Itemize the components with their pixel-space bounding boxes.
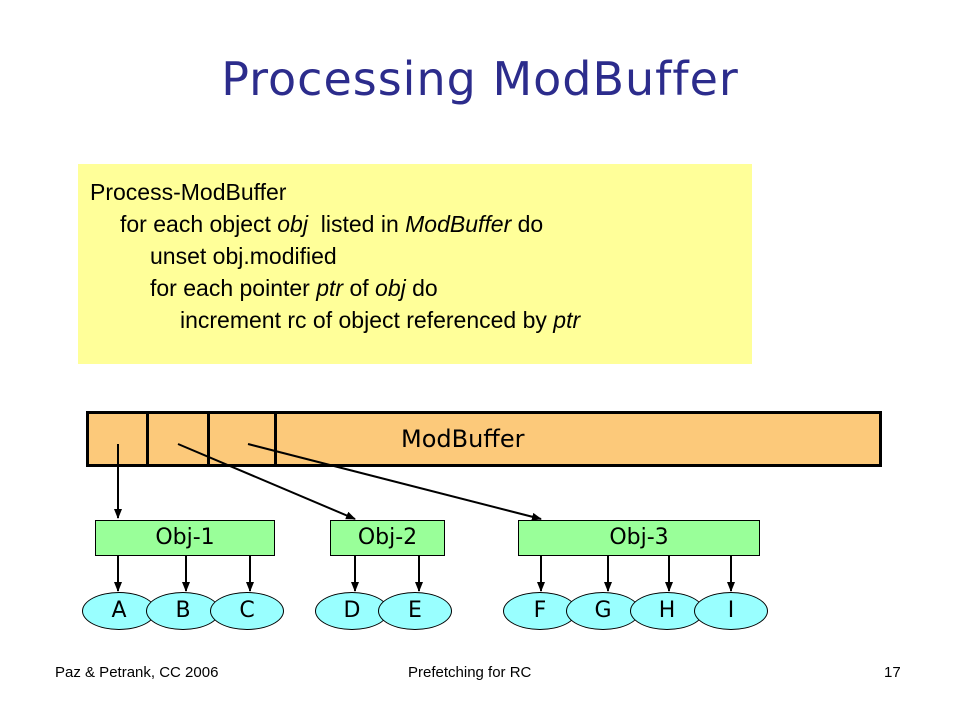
child-node-h: H	[630, 592, 704, 630]
code-line-5: increment rc of object referenced by ptr	[90, 304, 752, 336]
object-obj-3: Obj-3	[518, 520, 760, 556]
code-text: listed in	[307, 211, 406, 237]
child-node-i: I	[694, 592, 768, 630]
object-obj-1: Obj-1	[95, 520, 275, 556]
buffer-cell-3	[210, 414, 277, 464]
code-text: for each object	[120, 211, 278, 237]
arrow-cell2-obj2	[177, 443, 356, 520]
child-node-f: F	[503, 592, 577, 630]
child-node-a: A	[82, 592, 156, 630]
code-text: of	[343, 275, 376, 301]
buffer-cell-2	[149, 414, 210, 464]
code-italic: obj	[277, 211, 308, 237]
footer-page-number: 17	[884, 664, 901, 681]
object-obj-2: Obj-2	[330, 520, 445, 556]
code-line-4: for each pointer ptr of obj do	[90, 272, 752, 304]
code-italic: ptr	[553, 307, 581, 333]
code-text: do	[405, 275, 438, 301]
code-italic: obj	[375, 275, 406, 301]
modbuffer-bar: ModBuffer	[86, 411, 882, 467]
code-text: do	[511, 211, 544, 237]
code-line-1: Process-ModBuffer	[90, 179, 287, 205]
child-node-b: B	[146, 592, 220, 630]
code-text: for each pointer	[150, 275, 317, 301]
pseudocode-box: Process-ModBuffer for each object obj li…	[78, 164, 752, 364]
buffer-cell-1	[89, 414, 149, 464]
child-node-c: C	[210, 592, 284, 630]
arrow-cell3-obj3	[247, 443, 542, 521]
code-text: increment rc of object referenced by	[180, 307, 554, 333]
code-line-2: for each object obj listed in ModBuffer …	[90, 208, 752, 240]
code-italic: ModBuffer	[405, 211, 512, 237]
slide-title: Processing ModBuffer	[221, 52, 739, 106]
child-node-g: G	[566, 592, 640, 630]
footer-author: Paz & Petrank, CC 2006	[55, 664, 219, 681]
code-line-3: unset obj.modified	[150, 243, 337, 269]
child-node-e: E	[378, 592, 452, 630]
code-italic: ptr	[316, 275, 344, 301]
footer-title: Prefetching for RC	[408, 664, 532, 681]
child-node-d: D	[315, 592, 389, 630]
buffer-label: ModBuffer	[401, 425, 525, 453]
